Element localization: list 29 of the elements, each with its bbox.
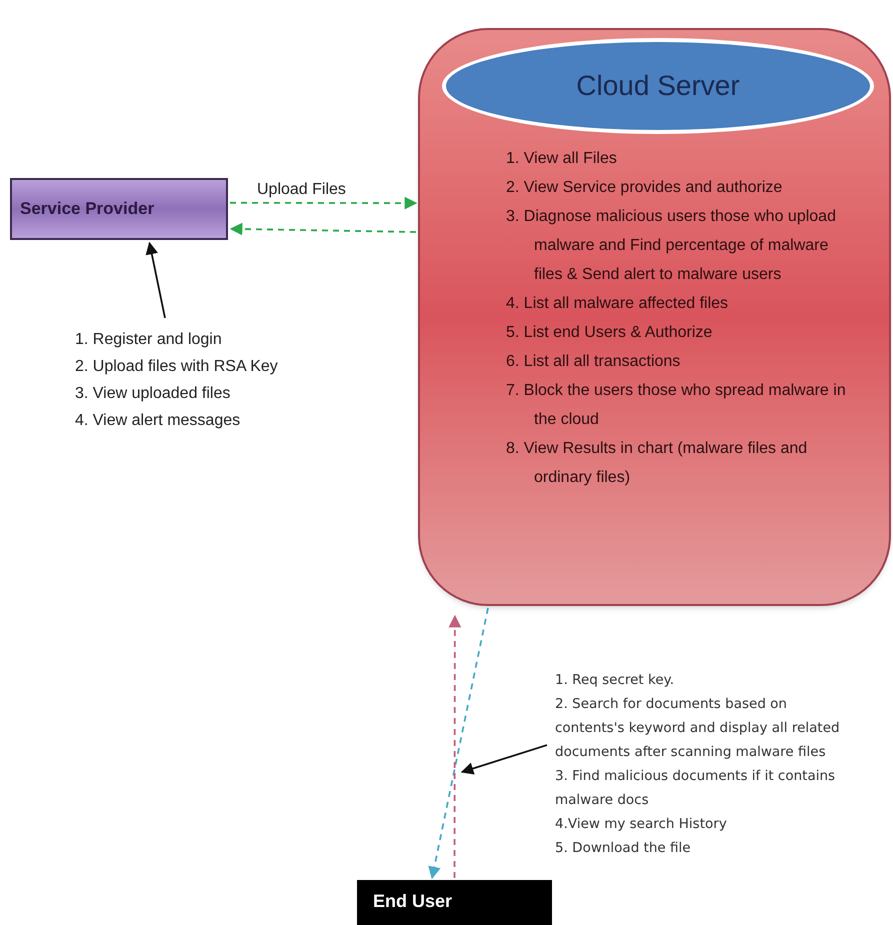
list-item: 2. Upload files with RSA Key — [75, 357, 279, 377]
list-item: 3. Diagnose malicious users those who upload malware and Find percentage of malware files & Send alert to malware users — [506, 207, 837, 285]
box-title: Service Provider — [20, 198, 154, 220]
list-item: 2. Search for documents based on contents's keyword and display all related documents after scanning malware files — [555, 695, 841, 762]
dashed-arrow — [428, 608, 489, 880]
list-item: 2. View Service provides and authorize — [506, 178, 784, 198]
dashed-arrow — [230, 196, 418, 210]
list-item: 4. View alert messages — [75, 411, 242, 431]
ellipse-title: Cloud Server — [576, 69, 740, 103]
list-item: 1. Req secret key. — [555, 671, 676, 690]
list-item: 3. View uploaded files — [75, 384, 232, 404]
box-title: End User — [373, 890, 454, 913]
end-user-box — [357, 880, 552, 925]
list-item: 5. List end Users & Authorize — [506, 323, 714, 343]
arrow — [460, 744, 548, 775]
list-item: 4. List all malware affected files — [506, 294, 730, 314]
dashed-arrow — [230, 222, 416, 236]
list-item: 7. Block the users those who spread malware in the cloud — [506, 381, 847, 430]
service-provider-box — [10, 178, 228, 240]
dashed-arrow — [448, 614, 462, 878]
list-item: 8. View Results in chart (malware files and ordinary files) — [506, 439, 808, 488]
cloud-server-box — [418, 28, 891, 606]
list-item: 1. View all Files — [506, 149, 618, 169]
list-item: 4.View my search History — [555, 815, 728, 834]
list-item: 1. Register and login — [75, 330, 223, 350]
arrow — [146, 242, 166, 318]
list-item: 6. List all all transactions — [506, 352, 682, 372]
list-item: 5. Download the file — [555, 839, 692, 858]
list-item: 3. Find malicious documents if it contains malware docs — [555, 767, 836, 810]
